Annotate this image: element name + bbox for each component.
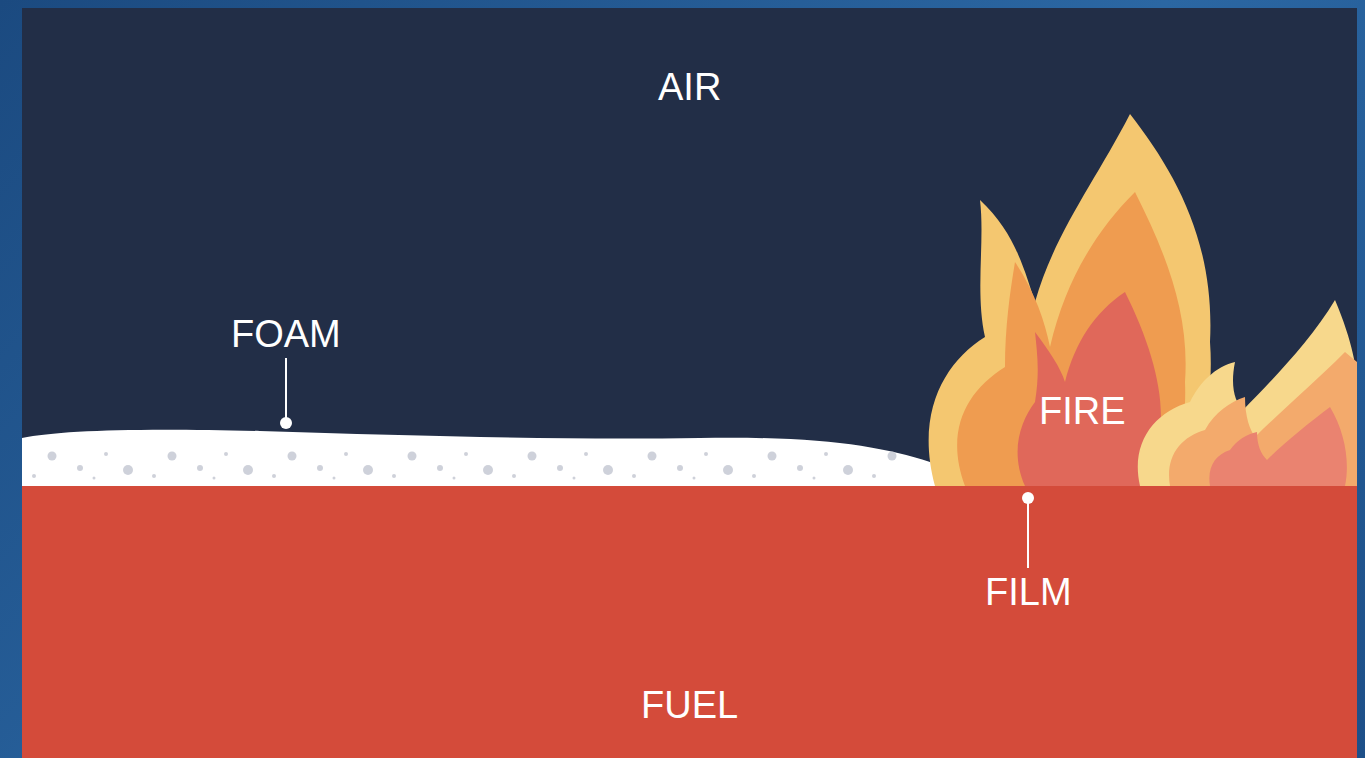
node-label: FUEL: [641, 685, 738, 727]
flame-shape: [925, 112, 1357, 486]
foam-label: FOAM: [231, 314, 341, 356]
fuel-band: FUEL: [22, 486, 1357, 758]
film-label: FILM: [985, 572, 1072, 614]
leader-line: [285, 358, 287, 420]
flame-tongue: [1169, 352, 1357, 486]
leader-dot: [280, 417, 292, 429]
node-label: FIRE: [1039, 391, 1126, 433]
flame-tongue: [1209, 407, 1346, 486]
leader-line: [1027, 501, 1029, 568]
leader-dot: [1022, 492, 1034, 504]
node-label: AIR: [658, 67, 721, 109]
fire-flame: FIRE: [925, 112, 1357, 486]
flame-tongue: [1138, 300, 1357, 486]
